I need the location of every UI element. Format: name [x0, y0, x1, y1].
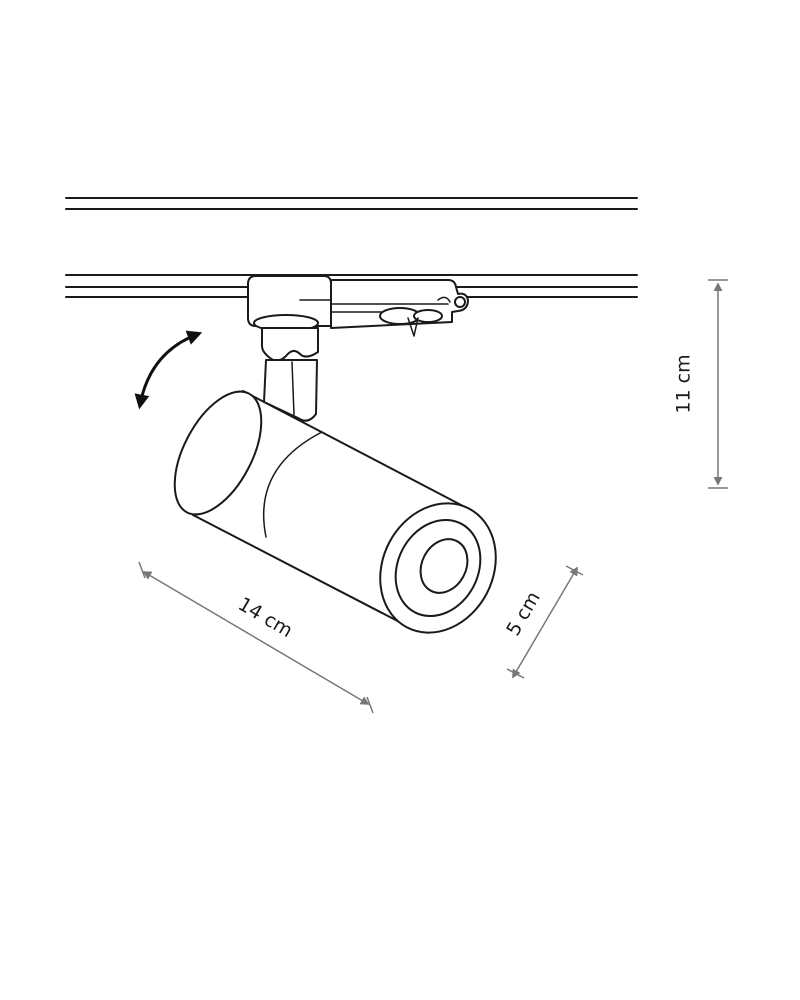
- rotation-arrow-icon: [134, 330, 203, 410]
- height-dimension: 11 cm: [673, 279, 728, 489]
- track-adapter: [247, 275, 469, 337]
- diameter-label: 5 cm: [502, 588, 545, 640]
- length-label: 14 cm: [234, 593, 296, 642]
- diameter-dimension: 5 cm: [502, 565, 584, 679]
- spotlight-head: [173, 390, 497, 634]
- height-label: 11 cm: [673, 354, 695, 413]
- spotlight-stem: [261, 327, 319, 422]
- upper-track-rail: [65, 197, 638, 210]
